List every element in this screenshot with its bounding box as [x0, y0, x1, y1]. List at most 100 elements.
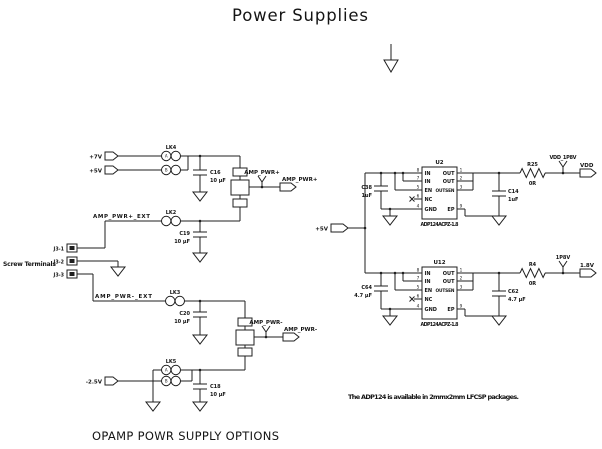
jumper-block-amp-pwr-plus [230, 167, 250, 208]
net-label-amp-pwr-plus-ext: AMP_PWR+_EXT [93, 214, 150, 220]
capacitor-c16-value: 10 µF [210, 178, 226, 184]
capacitor-c19-ref: C19 [179, 231, 190, 237]
capacitor-c62-ref: C62 [508, 289, 519, 295]
output-label-1v8: 1.8V [580, 263, 595, 269]
net-flag-amp-pwr-minus: AMP_PWR- [249, 320, 283, 337]
u12-pin3-name: OUTSEN [436, 288, 455, 294]
output-connector-amp-pwr-plus: AMP_PWR+ [279, 177, 318, 192]
input-label-p7v: +7V [89, 155, 102, 161]
u2-pin3-name: OUTSEN [436, 188, 455, 194]
regulator-u2: U2 ADP124ACPZ-1.8 8 7 5 6 4 1 2 3 9 IN I… [409, 160, 463, 228]
screw-terminal-pin3-label: J3-3 [53, 273, 64, 279]
junction-dots [198, 154, 565, 372]
u12-pin1-number: 1 [460, 268, 463, 273]
link-lk3: LK3 [165, 290, 186, 307]
u12-pin9-name: EP [447, 307, 454, 313]
u12-ref: U12 [433, 260, 445, 266]
ground-symbols-u12 [381, 315, 508, 326]
capacitor-c14-ref: C14 [508, 189, 519, 195]
input-connector-n2v5: -2.5V [86, 376, 119, 386]
output-label-amp-pwr-minus: AMP_PWR- [284, 327, 317, 333]
capacitor-c62: C62 4.7 µF [492, 289, 526, 303]
resistor-r25-ref: R25 [527, 162, 538, 168]
resistor-r25: R25 0R [519, 162, 546, 187]
resistor-r4: R4 0R [519, 262, 546, 287]
package-note: The ADP124 is available in 2mmx2mm LFCSP… [348, 393, 519, 401]
ground-symbol-top [383, 44, 399, 73]
u12-pin1-name: OUT [443, 271, 455, 277]
u12-pin2-name: OUT [443, 279, 455, 285]
net-flag-vdd-1p8v: VDD_1P8V [550, 155, 577, 173]
net-label-amp-pwr-minus-ext: AMP_PWR-_EXT [95, 294, 152, 300]
output-label-vdd: VDD [580, 163, 594, 169]
u2-pin4-name: GND [425, 207, 437, 213]
u2-pin9-name: EP [447, 207, 454, 213]
link-lk4-pos-a: A [165, 154, 168, 159]
capacitor-c16: C16 10 µF [193, 169, 226, 184]
capacitor-c19-value: 10 µF [174, 239, 190, 245]
net-label-amp-pwr-plus: AMP_PWR+ [244, 170, 280, 176]
page-title: Power Supplies [232, 6, 368, 25]
u12-pin2-number: 2 [460, 276, 463, 281]
capacitor-c62-value: 4.7 µF [508, 297, 526, 303]
link-lk3-ref: LK3 [170, 290, 181, 296]
u12-pin7-name: IN [425, 279, 431, 285]
input-connector-p5v: +5V [89, 165, 119, 175]
caption: OPAMP POWR SUPPLY OPTIONS [92, 429, 279, 443]
jumper-block-amp-pwr-minus [235, 317, 255, 357]
u12-nc-x-mark [409, 296, 415, 302]
output-connector-1v8: 1.8V [579, 263, 597, 278]
capacitor-c20-value: 10 µF [174, 319, 190, 325]
ground-symbols-u2 [381, 215, 508, 226]
u2-pin7-name: IN [425, 179, 431, 185]
net-flag-1p8v: 1P8V [556, 255, 571, 273]
capacitor-c64-value: 4.7 µF [354, 293, 372, 299]
link-lk5-ref: LK5 [166, 359, 177, 365]
net-label-amp-pwr-minus: AMP_PWR- [249, 320, 282, 326]
u2-pin2-name: OUT [443, 179, 455, 185]
link-lk5-pos-a: A [165, 368, 168, 373]
u2-pin2-number: 2 [460, 176, 463, 181]
u2-pin1-number: 1 [460, 168, 463, 173]
net-flag-amp-pwr-plus: AMP_PWR+ [244, 170, 280, 187]
screw-terminal-pin1-label: J3-1 [53, 247, 64, 253]
u2-pin5-number: 5 [417, 185, 420, 190]
u12-pin3-number: 3 [460, 285, 463, 290]
u2-pin3-number: 3 [460, 185, 463, 190]
resistor-r4-ref: R4 [529, 262, 537, 268]
u12-pin8-number: 8 [417, 268, 420, 273]
output-connector-amp-pwr-minus: AMP_PWR- [282, 327, 317, 342]
link-lk4-ref: LK4 [166, 145, 177, 151]
capacitor-c14-value: 1uF [508, 197, 518, 203]
u12-pin4-number: 4 [417, 304, 420, 309]
capacitor-c16-ref: C16 [210, 170, 221, 176]
u2-pin4-number: 4 [417, 204, 420, 209]
input-connector-p5v-right: +5V [315, 223, 349, 233]
capacitor-c38-ref: C38 [361, 185, 372, 191]
net-label-1p8v: 1P8V [556, 255, 571, 261]
output-label-amp-pwr-plus: AMP_PWR+ [282, 177, 318, 183]
capacitor-c64-ref: C64 [361, 285, 372, 291]
output-connector-vdd: VDD [579, 163, 597, 178]
u12-pin6-number: 6 [417, 294, 420, 299]
link-lk5-pos-b: B [165, 379, 168, 384]
u2-pin6-number: 6 [417, 194, 420, 199]
input-label-n2v5: -2.5V [86, 380, 103, 386]
u2-ref: U2 [435, 160, 443, 166]
link-lk4: LK4 A B [161, 145, 182, 176]
resistor-r4-value: 0R [529, 281, 536, 287]
capacitor-c64: C64 4.7 µF [354, 285, 388, 299]
u2-pin1-name: OUT [443, 171, 455, 177]
u12-pin5-number: 5 [417, 285, 420, 290]
u2-pin6-name: NC [425, 197, 433, 203]
u2-pin9-number: 9 [460, 204, 463, 209]
u2-pin5-name: EN [425, 188, 433, 194]
u12-pin9-number: 9 [460, 304, 463, 309]
wires [77, 155, 580, 402]
u12-pin8-name: IN [425, 271, 431, 277]
capacitor-c38: C38 1uF [361, 185, 388, 199]
resistor-r25-value: 0R [529, 181, 536, 187]
capacitor-c20-ref: C20 [179, 311, 190, 317]
